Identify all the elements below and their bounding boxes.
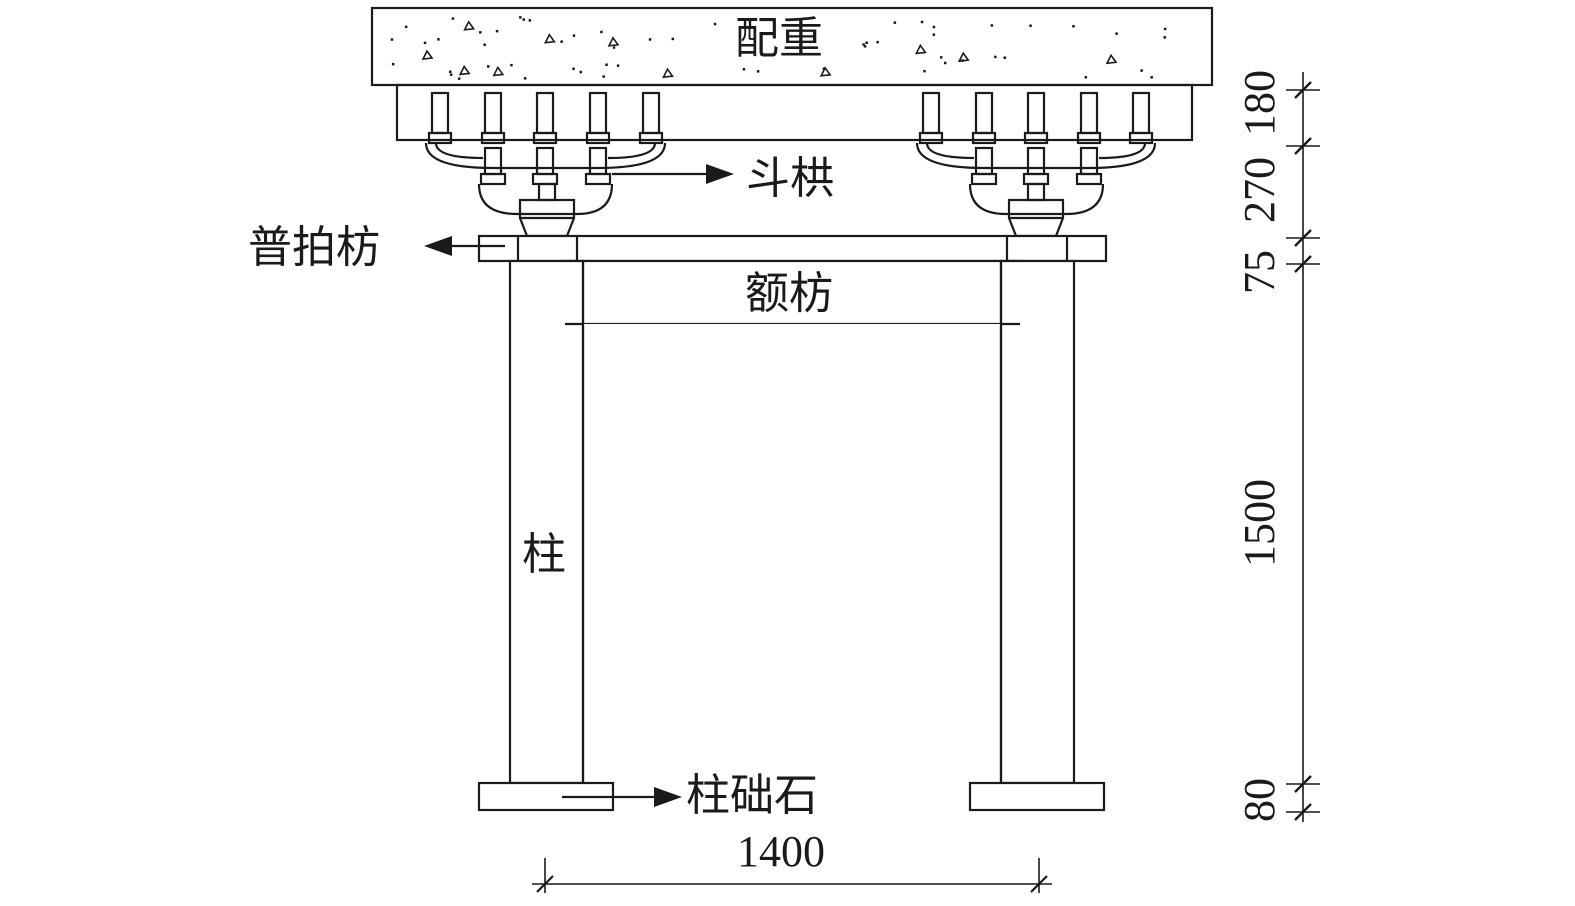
arrow-column-base	[562, 787, 682, 807]
bracket-block	[641, 91, 661, 135]
bearing-plate	[395, 83, 1194, 142]
bracket-cap	[532, 131, 558, 145]
bracket-block	[483, 91, 503, 135]
bracket-cap	[638, 131, 664, 145]
bracket-block	[1131, 91, 1151, 135]
bracket-block	[1026, 91, 1046, 135]
dim-bracket: 270	[1235, 157, 1284, 223]
dim-base: 80	[1235, 778, 1284, 822]
bracket-cap	[427, 131, 453, 145]
column-left	[508, 259, 585, 785]
bracket-block	[588, 146, 608, 176]
bracket-cap	[531, 172, 559, 186]
bracket-arm-upper	[424, 142, 667, 170]
bracket-block	[974, 146, 994, 176]
bracket-block	[1079, 146, 1099, 176]
concrete-texture	[390, 16, 1167, 80]
bracket-cap	[585, 131, 611, 145]
label-column-base: 柱础石	[686, 770, 818, 821]
arrow-bracket	[612, 164, 734, 184]
bracket-arm-lower	[477, 183, 614, 216]
bracket-block	[588, 91, 608, 135]
counterweight	[370, 6, 1214, 87]
bracket-cap	[480, 131, 506, 145]
bracket-arm-upper	[915, 142, 1157, 170]
bracket-cap	[584, 172, 612, 186]
arrow-flat-beam	[424, 236, 505, 256]
bracket-block	[535, 146, 555, 176]
label-column: 柱	[522, 529, 566, 580]
flat-beam	[477, 234, 1108, 263]
column-base-right	[968, 781, 1106, 812]
bracket-block	[974, 91, 994, 135]
bracket-cap	[970, 172, 998, 186]
bracket-block	[483, 146, 503, 176]
bracket-block	[1079, 91, 1099, 135]
bracket-cap	[1076, 131, 1102, 145]
bracket-cap	[479, 172, 507, 186]
bracket-cap	[918, 131, 944, 145]
bracket-block	[1026, 146, 1046, 176]
bracket-block	[535, 91, 555, 135]
bracket-cap	[1128, 131, 1154, 145]
dim-top-block: 180	[1235, 70, 1284, 136]
dim-column: 1500	[1235, 479, 1284, 567]
bracket-cap	[1022, 172, 1050, 186]
bracket-block	[430, 91, 450, 135]
horizontal-dimension-line	[532, 858, 1052, 893]
dim-span: 1400	[737, 827, 825, 876]
label-bracket: 斗栱	[746, 153, 834, 204]
label-lintel: 额枋	[745, 268, 833, 319]
label-flat-beam: 普拍枋	[248, 222, 380, 273]
vertical-dimension-line	[1286, 72, 1320, 822]
bracket-block	[921, 91, 941, 135]
bracket-cap	[971, 131, 997, 145]
label-counterweight: 配重	[735, 13, 823, 64]
column-right	[999, 259, 1076, 785]
bracket-set-left	[424, 91, 667, 238]
dim-flat-beam: 75	[1235, 250, 1284, 294]
bracket-cap	[1075, 172, 1103, 186]
bracket-set-right	[915, 91, 1157, 238]
bracket-cap	[1023, 131, 1049, 145]
bracket-arm-lower	[968, 183, 1105, 216]
